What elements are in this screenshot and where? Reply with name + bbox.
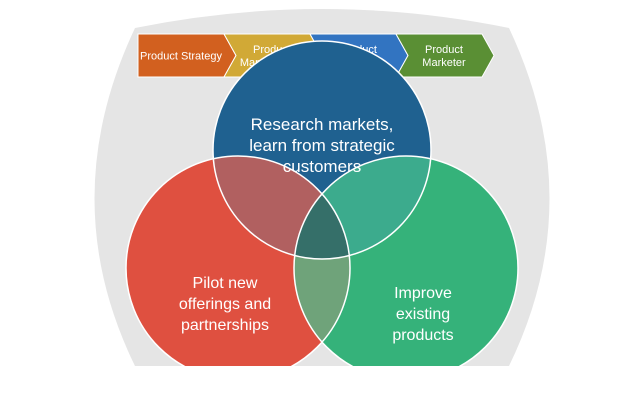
t-top-line: learn from strategic	[249, 136, 395, 155]
label-improve-products: Improve existing products	[392, 285, 453, 344]
role-chevron	[395, 33, 495, 78]
overlap-top-left	[213, 156, 350, 259]
label-research-markets: Research markets, learn from strategic cus…	[249, 115, 395, 176]
t-left-line: offerings and	[179, 296, 271, 313]
role-chevron-label: Product Strategy	[140, 51, 222, 63]
t-top-line: Research markets,	[251, 115, 394, 134]
t-top-line: customers	[283, 157, 361, 176]
t-right-line: products	[392, 327, 453, 344]
label-pilot-offerings: Pilot new offerings and partnerships	[179, 275, 271, 334]
overlap-top-right	[294, 156, 431, 259]
t-left-line: Pilot new	[193, 275, 258, 292]
circle-outlines	[125, 40, 519, 366]
t-right-line: existing	[396, 306, 450, 323]
t-left-line: partnerships	[181, 317, 269, 334]
t-right-line: Improve	[394, 285, 452, 302]
